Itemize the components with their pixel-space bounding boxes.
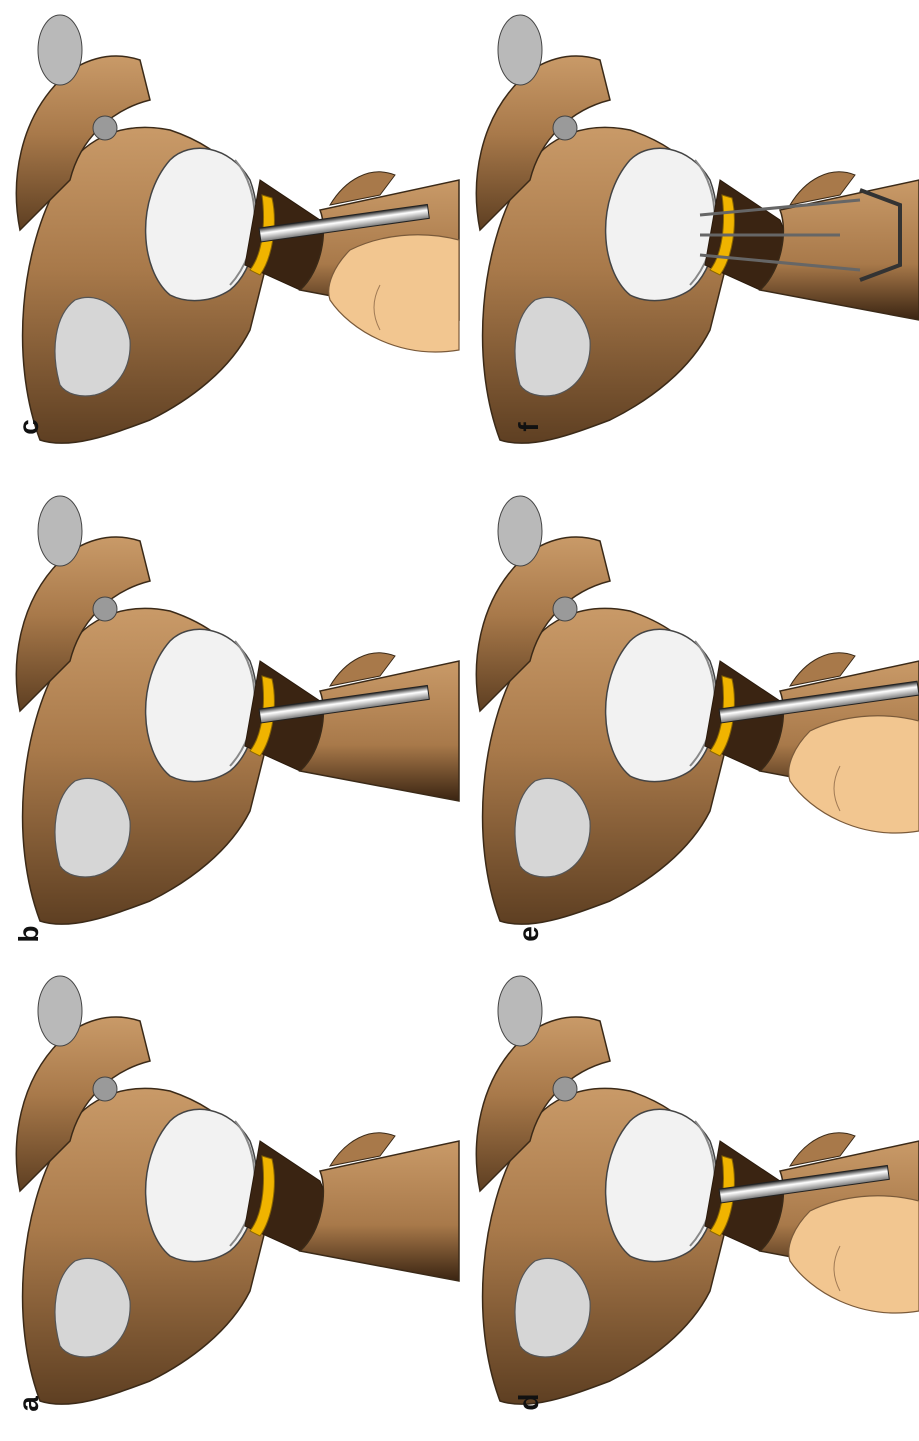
acetabular-cup (606, 148, 717, 300)
panel-label-b: b (14, 919, 44, 949)
ischial-tuberosity (498, 496, 542, 566)
acetabular-cup (606, 1109, 717, 1261)
ischial-spine (93, 116, 117, 140)
panel-d: d (460, 961, 919, 1441)
surgeon-hand (789, 1196, 919, 1313)
panel-b: b (0, 481, 459, 961)
acetabular-cup (146, 629, 257, 781)
panel-label-e: e (514, 919, 544, 949)
surgeon-hand (329, 235, 459, 352)
hip-illustration-a (0, 961, 459, 1441)
panel-e: e (460, 481, 919, 961)
surgeon-hand (789, 716, 919, 833)
ischial-spine (93, 1077, 117, 1101)
ischial-spine (553, 597, 577, 621)
acetabular-cup (146, 1109, 257, 1261)
acetabular-cup (146, 148, 257, 300)
panel-f: f (460, 0, 919, 480)
panel-label-f: f (514, 412, 544, 442)
hip-illustration-b (0, 481, 459, 961)
panel-a: a (0, 961, 459, 1441)
ischial-spine (93, 597, 117, 621)
hip-illustration-e (460, 481, 919, 961)
ischial-tuberosity (38, 976, 82, 1046)
ischial-tuberosity (38, 15, 82, 85)
hip-illustration-c (0, 0, 459, 480)
panel-label-c: c (14, 412, 44, 442)
panel-label-a: a (14, 1389, 44, 1419)
hip-illustration-d (460, 961, 919, 1441)
ischial-tuberosity (498, 976, 542, 1046)
ischial-tuberosity (38, 496, 82, 566)
ischial-tuberosity (498, 15, 542, 85)
panel-label-d: d (514, 1387, 544, 1417)
hip-illustration-f (460, 0, 919, 480)
panel-c: c (0, 0, 459, 480)
ischial-spine (553, 1077, 577, 1101)
ischial-spine (553, 116, 577, 140)
femur-shaft (300, 1141, 459, 1281)
femur-shaft (300, 661, 459, 801)
acetabular-cup (606, 629, 717, 781)
